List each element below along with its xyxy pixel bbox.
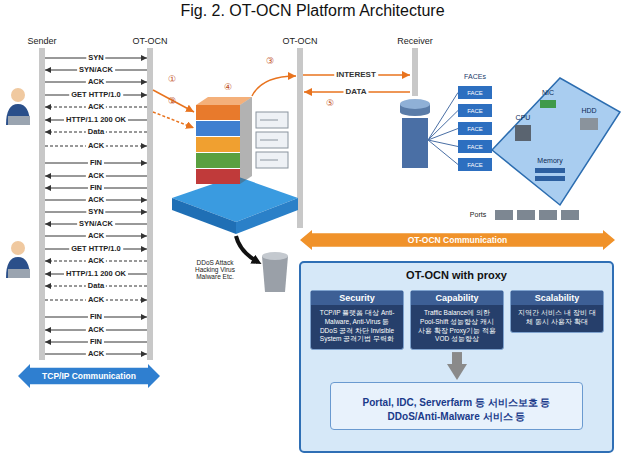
message-label: ACK [86, 172, 106, 180]
double-arrow-shape [18, 364, 160, 388]
proxy-stack [172, 97, 298, 234]
message-label: ACK [86, 142, 106, 150]
message-label: DATA [343, 88, 368, 97]
lifeline-name: OT-OCN [283, 37, 318, 47]
face-label: FACE [467, 107, 483, 114]
message-label: SYN/ACK [77, 66, 115, 74]
lifeline-name: OT-OCN [133, 37, 168, 47]
feature-box: Scalability지역간 서비스 내 장비 대체 동시 사용자 확대 [510, 290, 604, 333]
communication-band: OT-OCN Communication [300, 230, 615, 250]
node-body: 지역간 서비스 내 장비 대체 동시 사용자 확대 [511, 305, 603, 332]
message-arrows [45, 58, 147, 354]
message-label: ACK [86, 257, 106, 265]
figure-title: Fig. 2. OT-OCN Platform Architecture [0, 2, 625, 20]
message-label: FIN [88, 184, 104, 192]
proxy-panel: SecurityTCP/IP 플랫폼 대상 Anti-Malware, Anti… [300, 262, 613, 452]
callout-number: ④ [224, 83, 232, 93]
receiver-hardware [400, 78, 620, 220]
part-name: Ports [470, 211, 486, 219]
message-label: ACK [86, 232, 106, 240]
message-label: SYN [86, 208, 105, 216]
message-label: ACK [86, 326, 106, 334]
callout-number: ① [168, 75, 176, 85]
message-label: Data [86, 282, 106, 290]
communication-band: TCP/IP Communication [18, 364, 160, 388]
message-label: HTTP/1.1 200 OK [64, 116, 128, 124]
message-label: Data [86, 128, 106, 136]
message-label: ACK [86, 196, 106, 204]
node-body: TCP/IP 플랫폼 대상 Anti-Malware, Anti-Virus 등… [311, 305, 403, 349]
node-heading: Portal, IDC, Serverfarm 등 서비스보호 등 DDoS/A… [339, 389, 574, 423]
message-label: GET HTTP/1.0 [69, 245, 123, 253]
node-heading: Capability [411, 291, 503, 305]
message-label: ACK [86, 103, 106, 111]
node-heading: OT-OCN Communication [300, 230, 615, 250]
message-label: GET HTTP/1.0 [69, 91, 123, 99]
part-name: FACEs [464, 73, 486, 81]
lifeline-name: Sender [27, 37, 56, 47]
node-body: Traffic Balance에 의한 Pool-Shift 성능향상 캐시 사… [411, 305, 503, 349]
message-label: ACK [86, 296, 106, 304]
message-label: ACK [86, 350, 106, 358]
message-label: INTEREST [334, 71, 378, 80]
message-label: FIN [88, 159, 104, 167]
message-label: FIN [88, 313, 104, 321]
message-label: FIN [88, 338, 104, 346]
attack-note: DDoS Attack Hacking Virus Malware Etc. [191, 259, 239, 280]
part-name: NIC [542, 89, 554, 97]
node-heading: TCP/IP Communication [18, 364, 160, 388]
double-arrow-shape [300, 230, 615, 250]
callout-number: ② [168, 97, 176, 107]
face-label: FACE [467, 89, 483, 96]
part-name: Memory [537, 157, 562, 165]
service-box: Portal, IDC, Serverfarm 등 서비스보호 등 DDoS/A… [330, 382, 583, 430]
face-label: FACE [467, 143, 483, 150]
face-label: FACE [467, 125, 483, 132]
lifeline-name: Receiver [397, 37, 433, 47]
message-label: SYN/ACK [77, 220, 115, 228]
feature-box: SecurityTCP/IP 플랫폼 대상 Anti-Malware, Anti… [310, 290, 404, 350]
callout-number: ⑤ [326, 99, 334, 109]
callout-number: ③ [266, 57, 274, 67]
trash-can [262, 252, 288, 292]
part-name: HDD [581, 107, 596, 115]
node-heading: OT-OCN with proxy [300, 262, 613, 281]
message-label: SYN [86, 54, 105, 62]
feature-box: CapabilityTraffic Balance에 의한 Pool-Shift… [410, 290, 504, 350]
node-heading: Security [311, 291, 403, 305]
panel-ground [300, 262, 613, 452]
lifelines [39, 48, 418, 360]
message-label: ACK [86, 78, 106, 86]
part-name: CPU [516, 114, 531, 122]
user-icons [6, 88, 30, 278]
node-heading: Scalability [511, 291, 603, 305]
flow-arrow [452, 352, 462, 364]
message-label: HTTP/1.1 200 OK [64, 270, 128, 278]
face-label: FACE [467, 161, 483, 168]
